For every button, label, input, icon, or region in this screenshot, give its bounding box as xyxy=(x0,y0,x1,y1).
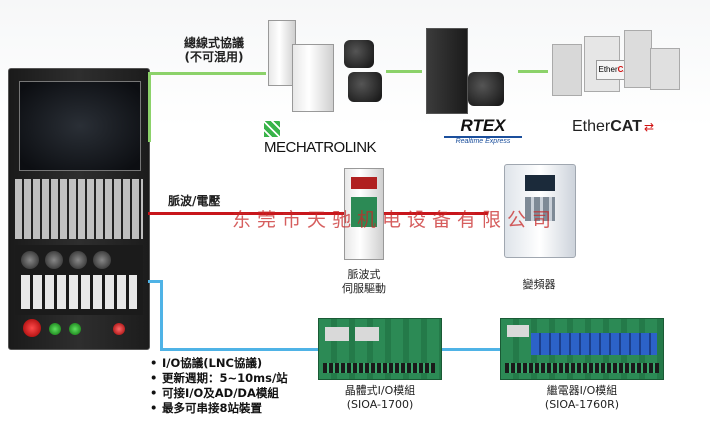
bus-wire-link xyxy=(518,70,548,73)
io-feature-item: I/O協議(LNC協議) xyxy=(150,356,288,371)
ethercat-prefix-text: Ether xyxy=(572,118,611,135)
pulse-wire xyxy=(148,212,488,215)
io-feature-item: 更新週期：5~10ms/站 xyxy=(150,371,288,386)
pulse-servo-line2: 伺服驅動 xyxy=(342,282,386,295)
io-relay-line1: 繼電器I/O模組 xyxy=(546,384,618,397)
drive-terminal xyxy=(351,197,377,227)
mechatrolink-servo-drive xyxy=(268,20,296,86)
io-wire-drop xyxy=(160,280,163,350)
vfd-display xyxy=(525,175,555,191)
badge-ether-text: Ether xyxy=(598,65,618,74)
io-wire xyxy=(160,348,318,351)
knob-icon xyxy=(45,251,63,269)
vfd-label: 變頻器 xyxy=(522,278,556,291)
io-wire-link xyxy=(440,348,500,351)
knob-icon xyxy=(93,251,111,269)
ethercat-logo: EtherCAT⇄ xyxy=(572,116,672,136)
bus-wire xyxy=(148,72,266,75)
bus-protocol-label: 總線式協議 (不可混用) xyxy=(168,36,260,64)
bus-wire-drop xyxy=(148,72,151,142)
io-module-transistor xyxy=(318,318,442,380)
cycle-start-icon xyxy=(49,323,61,335)
relay-terminal-strip xyxy=(505,363,659,373)
pulse-servo-line1: 脈波式 xyxy=(347,268,381,281)
bus-label-line1: 總線式協議 xyxy=(183,36,244,50)
io-transistor-label: 晶體式I/O模組 (SIOA-1700) xyxy=(326,384,434,412)
io-port-icon xyxy=(325,327,349,341)
io-feature-item: 可接I/O及AD/DA模組 xyxy=(150,386,288,401)
cnc-control-panel xyxy=(15,245,143,315)
cycle-stop-icon xyxy=(113,323,125,335)
rtex-logo: RTEX Realtime Express xyxy=(438,116,528,145)
vfd-keypad xyxy=(525,197,555,221)
pulse-servo-drive xyxy=(344,168,384,260)
pulse-voltage-label: 脈波/電壓 xyxy=(168,194,221,208)
servo-motor-icon xyxy=(468,72,504,106)
cnc-keypad xyxy=(15,179,143,239)
io-relay-line2: (SIOA-1760R) xyxy=(544,398,620,411)
mechatrolink-logo: MECHATROLINK xyxy=(264,118,394,156)
io-transistor-line2: (SIOA-1700) xyxy=(346,398,414,411)
io-port-icon xyxy=(507,325,529,337)
mechatrolink-text: MECHATROLINK xyxy=(264,139,377,156)
io-relay-label: 繼電器I/O模組 (SIOA-1760R) xyxy=(528,384,636,412)
ethercat-module xyxy=(552,44,582,96)
io-feature-list: I/O協議(LNC協議) 更新週期：5~10ms/站 可接I/O及AD/DA模組… xyxy=(150,356,288,416)
mechatrolink-servo-drive-2 xyxy=(292,44,334,112)
rtex-underline xyxy=(444,136,522,138)
ethercat-module xyxy=(650,48,680,90)
mechatrolink-mark-icon xyxy=(264,120,280,137)
cnc-screen xyxy=(19,81,141,171)
servo-motor-icon xyxy=(348,72,382,102)
knob-icon xyxy=(69,251,87,269)
servo-motor-icon xyxy=(344,40,374,68)
drive-display xyxy=(351,177,377,189)
ethercat-arrow-icon: ⇄ xyxy=(643,120,655,134)
ethercat-suffix-text: CAT xyxy=(610,118,642,135)
cnc-controller xyxy=(8,68,150,350)
vfd-device xyxy=(504,164,576,258)
bus-wire-link xyxy=(386,70,422,73)
emergency-stop-icon xyxy=(23,319,41,337)
knob-icon xyxy=(21,251,39,269)
io-module-relay xyxy=(500,318,664,380)
rtex-text: RTEX xyxy=(460,116,506,135)
io-feature-item: 最多可串接8站裝置 xyxy=(150,401,288,416)
rtex-servo-drive xyxy=(426,28,468,114)
pulse-servo-label: 脈波式 伺服驅動 xyxy=(336,268,392,296)
cnc-function-keys xyxy=(21,275,137,309)
relay-row xyxy=(531,333,657,355)
io-port-icon xyxy=(355,327,379,341)
io-transistor-line1: 晶體式I/O模組 xyxy=(344,384,416,397)
ethercat-module xyxy=(624,30,652,88)
rtex-sub-text: Realtime Express xyxy=(455,138,511,145)
company-watermark: 东莞市天驰机电设备有限公司 xyxy=(232,209,558,231)
io-wire-out xyxy=(148,280,162,283)
bus-label-line2: (不可混用) xyxy=(184,50,244,64)
io-terminal-strip xyxy=(323,363,435,373)
green-button-icon xyxy=(69,323,81,335)
